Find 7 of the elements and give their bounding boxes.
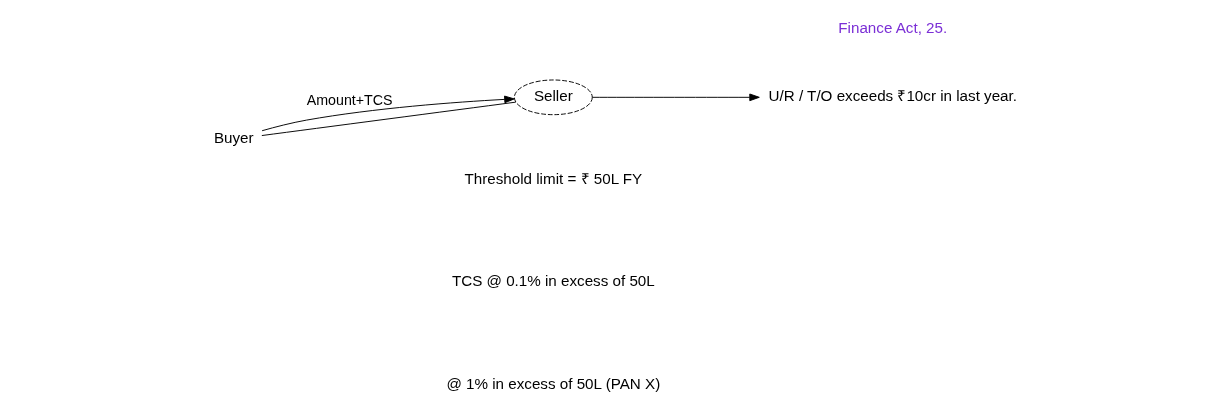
- label: TCS @ 0.1% in excess of 50L: [451, 272, 655, 290]
- label: @ 1% in excess of 50L (PAN X): [446, 374, 661, 392]
- node-text: U/R / T/O exceeds ₹10cr in last year.: [768, 86, 1018, 104]
- node-text: Buyer: [213, 128, 254, 146]
- label: Finance Act, 25.: [838, 18, 948, 36]
- edge-label: Amount+TCS: [306, 91, 393, 108]
- label: Threshold limit = ₹ 50L FY: [464, 169, 643, 187]
